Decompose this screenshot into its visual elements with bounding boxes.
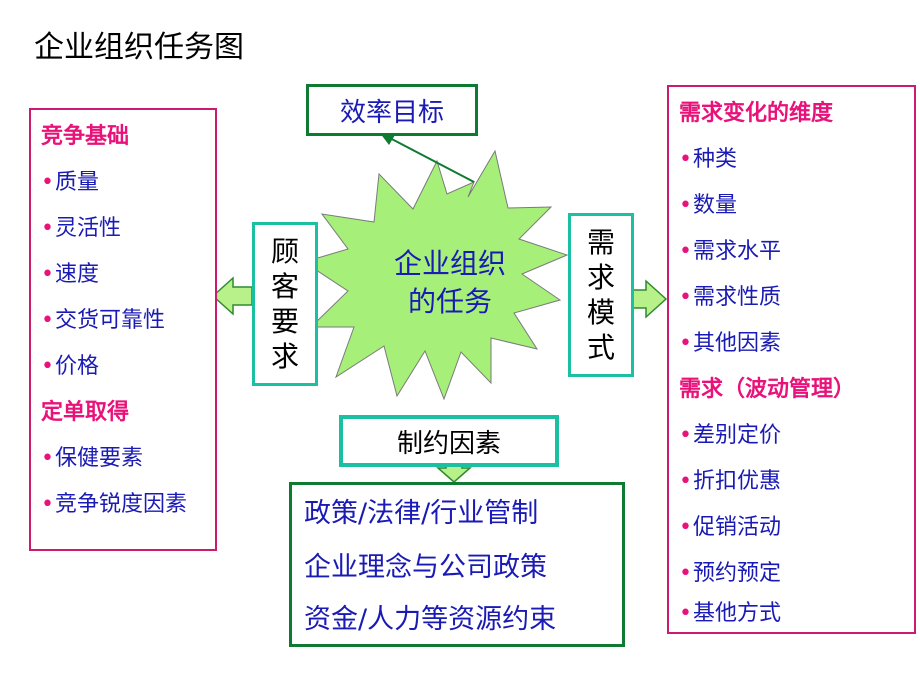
competition-panel: 竞争基础 •质量 •灵活性 •速度 •交货可靠性 •价格 定单取得 •保健要素 … bbox=[29, 108, 217, 551]
panel-item-label: 速度 bbox=[54, 262, 99, 287]
panel-item: •预约预定 bbox=[679, 555, 781, 587]
constraint-factor: 企业理念与公司政策 bbox=[304, 552, 547, 583]
panel-item-label: 促销活动 bbox=[692, 515, 781, 540]
bullet-icon: • bbox=[41, 216, 54, 241]
bullet-icon: • bbox=[41, 446, 54, 471]
customer-char: 客 bbox=[270, 270, 299, 303]
left-block-arrow bbox=[211, 276, 253, 316]
demand-char: 需 bbox=[586, 226, 615, 259]
constraint-factors-box: 政策/法律/行业管制 企业理念与公司政策 资金/人力等资源约束 bbox=[289, 482, 625, 647]
panel-item: •差别定价 bbox=[679, 417, 781, 449]
panel-item-label: 基他方式 bbox=[692, 601, 781, 626]
bullet-icon: • bbox=[679, 561, 692, 586]
bullet-icon: • bbox=[41, 262, 54, 287]
constraint-factor: 资金/人力等资源约束 bbox=[304, 604, 557, 635]
panel-heading: 需求变化的维度 bbox=[679, 101, 834, 126]
demand-panel: 需求变化的维度 •种类 •数量 •需求水平 •需求性质 •其他因素 需求（波动管… bbox=[667, 85, 916, 634]
panel-item: •基他方式 bbox=[679, 595, 781, 627]
panel-item-label: 差别定价 bbox=[692, 423, 781, 448]
panel-item: •其他因素 bbox=[679, 325, 781, 357]
constraint-box: 制约因素 bbox=[339, 415, 559, 467]
demand-char: 求 bbox=[586, 261, 615, 294]
bullet-icon: • bbox=[41, 170, 54, 195]
bullet-icon: • bbox=[679, 601, 692, 626]
bullet-icon: • bbox=[679, 469, 692, 494]
demand-char: 式 bbox=[586, 331, 615, 364]
demand-pattern-box: 需 求 模 式 bbox=[568, 213, 634, 377]
bullet-icon: • bbox=[679, 515, 692, 540]
bullet-icon: • bbox=[41, 492, 54, 517]
panel-item: •保健要素 bbox=[41, 440, 143, 472]
panel-item-label: 折扣优惠 bbox=[692, 469, 781, 494]
constraint-label: 制约因素 bbox=[396, 428, 501, 459]
panel-item: •需求性质 bbox=[679, 279, 781, 311]
bullet-icon: • bbox=[679, 193, 692, 218]
panel-item-label: 预约预定 bbox=[692, 561, 781, 586]
panel-item-label: 价格 bbox=[54, 354, 99, 379]
panel-item: •折扣优惠 bbox=[679, 463, 781, 495]
bullet-icon: • bbox=[679, 285, 692, 310]
panel-item: •竞争锐度因素 bbox=[41, 486, 187, 518]
panel-item: •质量 bbox=[41, 164, 99, 196]
panel-heading: 定单取得 bbox=[41, 400, 130, 425]
panel-heading: 竞争基础 bbox=[41, 124, 130, 149]
panel-item-label: 其他因素 bbox=[692, 331, 781, 356]
panel-item: •交货可靠性 bbox=[41, 302, 165, 334]
bullet-icon: • bbox=[679, 239, 692, 264]
goal-arrow bbox=[385, 135, 475, 183]
bullet-icon: • bbox=[679, 147, 692, 172]
page-title: 企业组织任务图 bbox=[34, 30, 244, 65]
center-task-label: 企业组织 的任务 bbox=[360, 245, 540, 321]
center-starburst bbox=[302, 149, 569, 401]
panel-item: •灵活性 bbox=[41, 210, 121, 242]
panel-item: •数量 bbox=[679, 187, 737, 219]
bullet-icon: • bbox=[679, 423, 692, 448]
bullet-icon: • bbox=[41, 308, 54, 333]
panel-item-label: 种类 bbox=[692, 147, 737, 172]
panel-item: •促销活动 bbox=[679, 509, 781, 541]
panel-item-label: 竞争锐度因素 bbox=[54, 492, 187, 517]
customer-char: 要 bbox=[270, 305, 299, 338]
panel-item: •种类 bbox=[679, 141, 737, 173]
panel-item-label: 质量 bbox=[54, 170, 99, 195]
customer-char: 求 bbox=[270, 340, 299, 373]
goal-arrowhead bbox=[380, 133, 395, 145]
panel-item-label: 需求水平 bbox=[692, 239, 781, 264]
demand-char: 模 bbox=[586, 296, 615, 329]
panel-item-label: 保健要素 bbox=[54, 446, 143, 471]
panel-item-label: 交货可靠性 bbox=[54, 308, 165, 333]
customer-char: 顾 bbox=[270, 235, 299, 268]
panel-item-label: 灵活性 bbox=[54, 216, 121, 241]
center-line-2: 的任务 bbox=[407, 284, 492, 318]
panel-item-label: 需求性质 bbox=[692, 285, 781, 310]
panel-item: •需求水平 bbox=[679, 233, 781, 265]
constraint-factor: 政策/法律/行业管制 bbox=[304, 498, 539, 529]
customer-requirement-box: 顾 客 要 求 bbox=[252, 222, 318, 386]
center-line-1: 企业组织 bbox=[393, 247, 506, 280]
panel-item: •速度 bbox=[41, 256, 99, 288]
efficiency-goal-label: 效率目标 bbox=[339, 97, 444, 128]
panel-item-label: 数量 bbox=[692, 193, 737, 218]
bullet-icon: • bbox=[679, 331, 692, 356]
panel-heading: 需求（波动管理） bbox=[679, 377, 856, 402]
panel-item: •价格 bbox=[41, 348, 99, 380]
efficiency-goal-box: 效率目标 bbox=[306, 84, 478, 136]
bullet-icon: • bbox=[41, 354, 54, 379]
